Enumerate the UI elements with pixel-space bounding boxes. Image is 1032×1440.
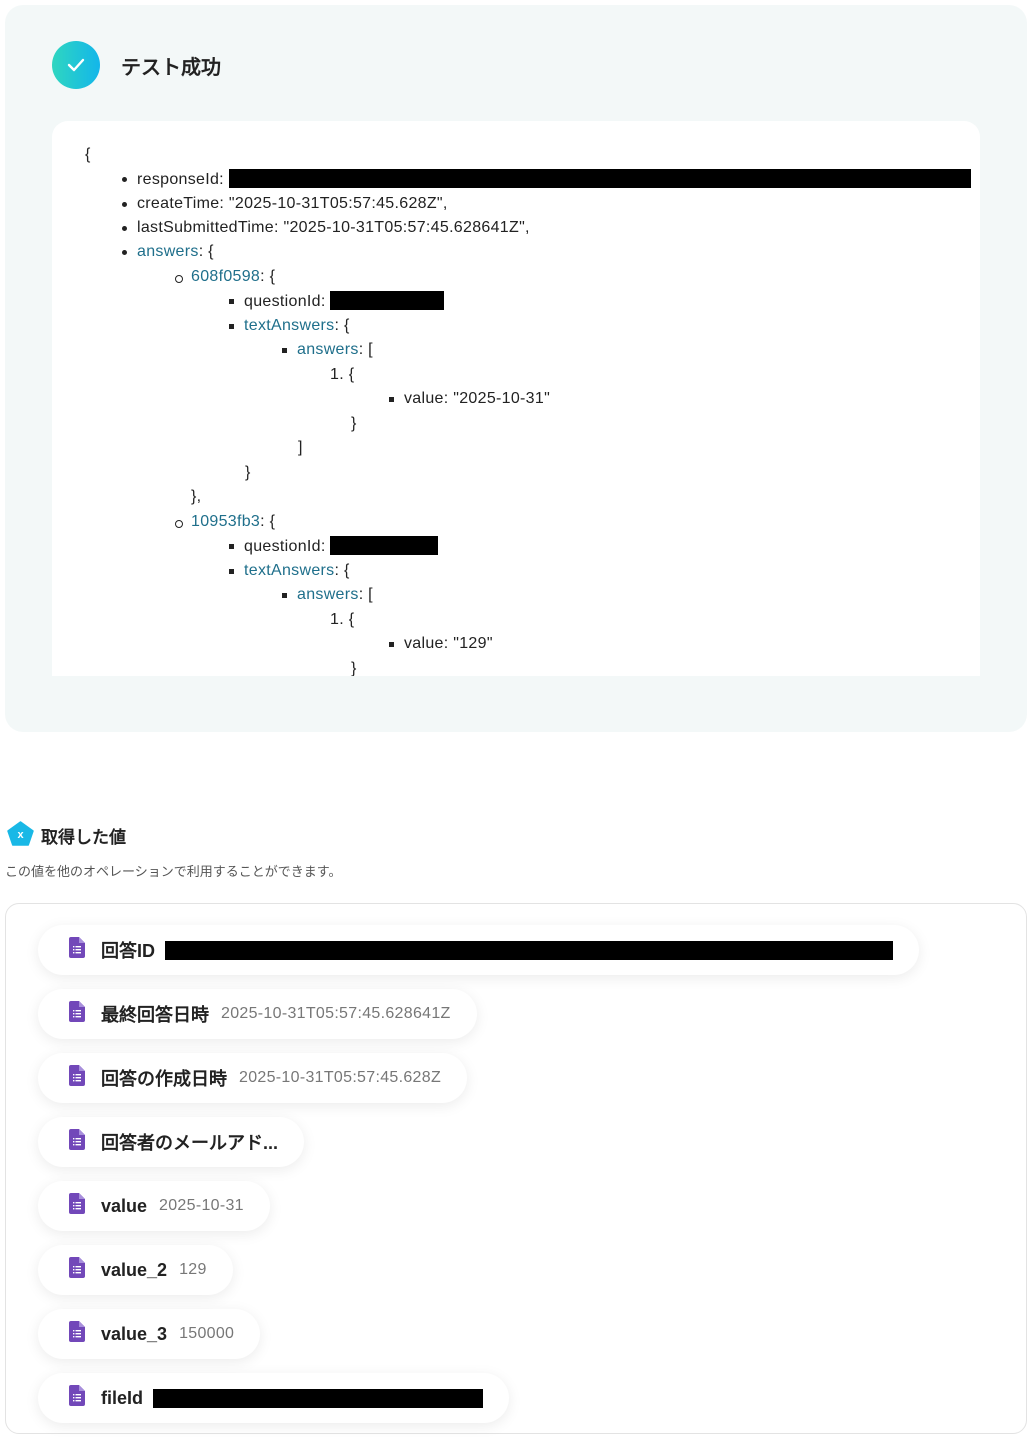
test-result-panel: テスト成功 { responseId: createTime: "2025-10… — [5, 5, 1027, 732]
output-value: 2025-10-31T05:57:45.628Z — [239, 1069, 442, 1086]
test-success-title: テスト成功 — [121, 57, 221, 79]
output-item[interactable]: value_2 129 — [38, 1245, 233, 1295]
google-forms-icon — [69, 1257, 85, 1283]
json-question-608f0598: 608f0598: { — [174, 267, 276, 287]
output-item[interactable]: 回答ID — [38, 925, 919, 975]
json-key: answers — [297, 341, 359, 358]
json-punct: : { — [334, 562, 350, 579]
json-key: textAnswers — [244, 562, 335, 579]
json-punct: : { — [260, 513, 276, 530]
output-label: 回答者のメールアド... — [101, 1133, 279, 1153]
outputs-title: 取得した値 — [41, 828, 126, 847]
google-forms-icon — [69, 1385, 85, 1411]
output-label: value_2 — [101, 1259, 168, 1280]
redacted-value — [165, 940, 893, 960]
json-key: questionId: — [244, 538, 326, 555]
json-brace: } — [351, 415, 357, 432]
json-brace: } — [245, 464, 251, 481]
json-answers-array: answers: [ — [282, 340, 373, 360]
output-item[interactable]: value_3 150000 — [38, 1309, 261, 1359]
redacted-value — [330, 291, 445, 310]
json-punct: : [ — [358, 586, 373, 603]
json-punct: : { — [198, 243, 214, 260]
redacted-value — [228, 169, 971, 188]
google-forms-icon — [69, 937, 85, 963]
json-text-answers: textAnswers: { — [229, 561, 350, 581]
json-question-10953fb3: 10953fb3: { — [174, 512, 276, 532]
json-key: answers — [137, 243, 199, 260]
google-forms-icon — [69, 1065, 85, 1091]
json-brace: } — [351, 660, 357, 676]
json-key: 608f0598 — [191, 268, 261, 285]
json-item: 1. { — [330, 366, 355, 383]
output-value: 150000 — [179, 1325, 235, 1342]
json-response-view: { responseId: createTime: "2025-10-31T05… — [52, 121, 980, 676]
output-label: 回答ID — [101, 941, 155, 961]
google-forms-icon — [69, 1193, 85, 1219]
google-forms-icon — [69, 1321, 85, 1347]
output-item[interactable]: 回答者のメールアド... — [38, 1117, 305, 1167]
success-check-icon — [52, 41, 100, 89]
output-item[interactable]: 回答の作成日時 2025-10-31T05:57:45.628Z — [38, 1053, 468, 1103]
json-key: questionId: — [244, 293, 326, 310]
json-response-id: responseId: — [122, 169, 971, 190]
json-bracket: ] — [298, 439, 303, 456]
output-label: fileId — [101, 1387, 144, 1408]
json-punct: : { — [260, 268, 276, 285]
json-question-id: questionId: — [228, 291, 445, 312]
json-punct: : { — [334, 317, 350, 334]
json-question-id: questionId: — [228, 536, 439, 557]
output-label: 最終回答日時 — [101, 1005, 209, 1025]
json-punct: : [ — [358, 341, 373, 358]
output-value: 2025-10-31 — [159, 1197, 244, 1214]
json-value: value: "2025-10-31" — [388, 390, 551, 407]
json-text-answers: textAnswers: { — [229, 316, 350, 336]
output-label: 回答の作成日時 — [101, 1069, 227, 1089]
json-create-time: createTime: "2025-10-31T05:57:45.628Z", — [122, 195, 448, 212]
json-answers: answers: { — [122, 242, 214, 262]
output-item[interactable]: 最終回答日時 2025-10-31T05:57:45.628641Z — [38, 989, 477, 1039]
json-brace: { — [85, 146, 91, 163]
output-label: value — [101, 1195, 148, 1216]
outputs-description: この値を他のオペレーションで利用することができます。 — [5, 864, 342, 879]
json-key: 10953fb3 — [191, 513, 261, 530]
output-label: value_3 — [101, 1323, 168, 1344]
google-forms-icon — [69, 1129, 85, 1155]
svg-text:x: x — [17, 829, 24, 841]
output-value: 129 — [179, 1261, 207, 1278]
redacted-value — [330, 536, 439, 555]
json-brace: }, — [191, 488, 202, 505]
json-answers-array: answers: [ — [282, 585, 373, 605]
json-last-submitted-time: lastSubmittedTime: "2025-10-31T05:57:45.… — [122, 219, 530, 236]
google-forms-icon — [69, 1001, 85, 1027]
outputs-list — [5, 903, 1027, 1434]
json-item: 1. { — [330, 611, 355, 628]
variable-icon: x — [7, 821, 34, 851]
output-item[interactable]: fileId — [38, 1373, 510, 1423]
json-key: textAnswers — [244, 317, 335, 334]
json-key: answers — [297, 586, 359, 603]
json-key: responseId: — [137, 171, 224, 188]
output-value: 2025-10-31T05:57:45.628641Z — [221, 1005, 451, 1022]
output-item[interactable]: value 2025-10-31 — [38, 1181, 270, 1231]
json-value: value: "129" — [389, 635, 493, 652]
redacted-value — [153, 1388, 484, 1408]
